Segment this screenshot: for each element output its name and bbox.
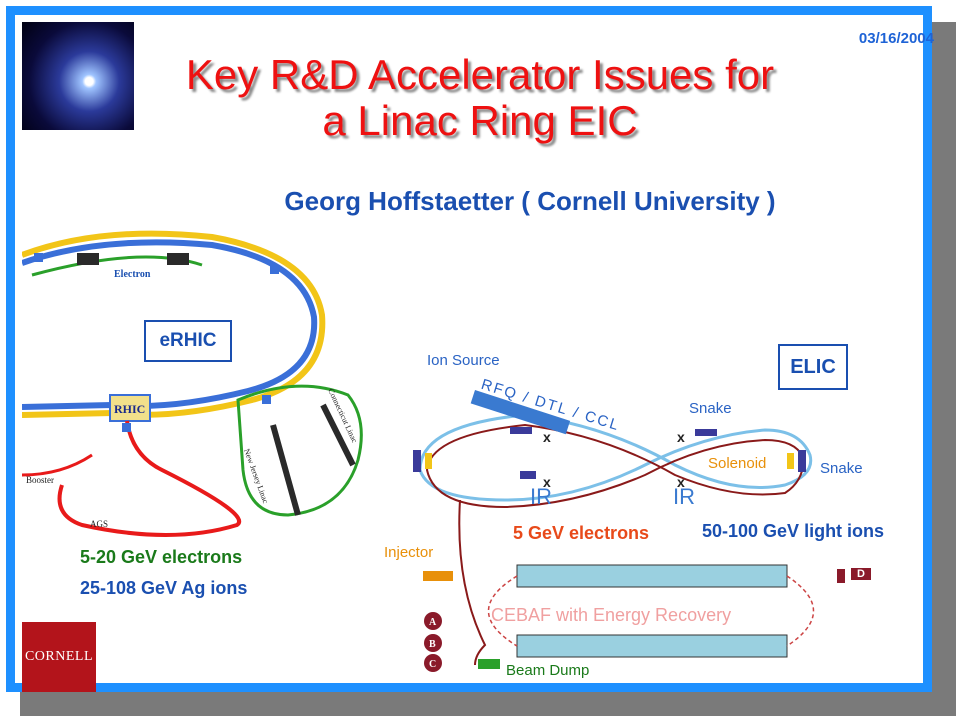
rhic-ring-yellow bbox=[22, 230, 326, 418]
ir-label-right: IR bbox=[673, 484, 695, 509]
electron-magnet bbox=[167, 253, 189, 265]
snake-label-right: Snake bbox=[820, 460, 863, 477]
injection-line bbox=[458, 499, 487, 666]
linac-upper bbox=[516, 564, 788, 588]
title-line-2: a Linac Ring EIC bbox=[322, 97, 638, 144]
snake-magnet bbox=[695, 429, 717, 436]
magnet-left bbox=[413, 450, 421, 472]
solenoid-left bbox=[425, 453, 432, 469]
snake-magnet bbox=[510, 427, 532, 434]
ags-line bbox=[57, 420, 241, 537]
elic-electrons-text: 5 GeV electrons bbox=[513, 523, 650, 543]
magnet-right bbox=[798, 450, 806, 472]
erhic-linac-loop: Connecticut Linac New Jersey Linac bbox=[236, 384, 363, 517]
d-label: D bbox=[851, 568, 871, 580]
ir-cross: x bbox=[543, 429, 551, 445]
booster-label: Booster bbox=[26, 475, 54, 485]
rfq-linac bbox=[470, 390, 571, 435]
new-jersey-linac bbox=[270, 424, 301, 516]
recirc-arc-left bbox=[487, 575, 518, 647]
rhic-ring-blue bbox=[22, 239, 318, 410]
hall-c-label: C bbox=[429, 659, 436, 670]
title-line-1: Key R&D Accelerator Issues for bbox=[185, 51, 775, 98]
ir-cross: x bbox=[543, 474, 551, 490]
ring-marker bbox=[262, 395, 271, 404]
electron-label: Electron bbox=[114, 269, 151, 280]
snake-label-top: Snake bbox=[689, 400, 732, 417]
ir-cross: x bbox=[677, 429, 685, 445]
d-block bbox=[837, 569, 845, 583]
recirc-arc-right bbox=[786, 575, 815, 647]
ir-cross: x bbox=[677, 474, 685, 490]
ring-marker bbox=[270, 265, 279, 274]
rhic-label: RHIC bbox=[114, 402, 145, 416]
author-line: Georg Hoffstaetter ( Cornell University … bbox=[284, 186, 776, 216]
beam-dump-block bbox=[478, 659, 500, 669]
ags-label: AGS bbox=[90, 519, 108, 529]
rhic-box bbox=[109, 394, 151, 422]
erhic-electrons-text: 5-20 GeV electrons bbox=[80, 547, 243, 567]
erhic-diagram: Electron RHIC Booster AGS bbox=[22, 230, 326, 537]
solenoid-label: Solenoid bbox=[708, 455, 767, 472]
date-label: 03/16/2004 bbox=[858, 30, 934, 47]
hall-a-label: A bbox=[429, 617, 437, 628]
ion-source-label: Ion Source bbox=[427, 352, 500, 369]
cornell-logo: CORNELL bbox=[22, 622, 96, 692]
erhic-ions-text: 25-108 GeV Ag ions bbox=[80, 578, 248, 598]
new-jersey-linac-label: New Jersey Linac bbox=[242, 448, 270, 505]
ring-marker bbox=[122, 423, 131, 432]
erhic-label: eRHIC bbox=[144, 320, 232, 362]
galaxy-image bbox=[22, 22, 134, 130]
hall-c bbox=[424, 654, 442, 672]
solenoid-right bbox=[787, 453, 794, 469]
injector-label: Injector bbox=[384, 544, 434, 561]
elic-ions-text: 50-100 GeV light ions bbox=[702, 521, 885, 541]
slide-title: Key R&D Accelerator Issues for a Linac R… bbox=[0, 52, 960, 144]
injector-block bbox=[423, 571, 453, 581]
hall-b-label: B bbox=[429, 639, 436, 650]
booster-line bbox=[22, 453, 93, 477]
ir-label-left: IR bbox=[530, 484, 552, 509]
elic-label: ELIC bbox=[778, 344, 848, 390]
hall-a bbox=[424, 612, 442, 630]
ring-marker bbox=[34, 253, 43, 262]
connecticut-linac bbox=[320, 403, 356, 467]
cebaf-label: CEBAF with Energy Recovery bbox=[491, 605, 732, 625]
hall-b bbox=[424, 634, 442, 652]
beam-dump-label: Beam Dump bbox=[506, 662, 590, 679]
electron-ring bbox=[425, 423, 805, 509]
linac-lower bbox=[516, 634, 788, 658]
elic-diagram: x x x x A B C bbox=[413, 390, 845, 672]
linac-loop-green bbox=[236, 384, 363, 517]
electron-magnet bbox=[77, 253, 99, 265]
ir-magnet bbox=[520, 471, 536, 479]
ion-ring bbox=[418, 413, 813, 502]
